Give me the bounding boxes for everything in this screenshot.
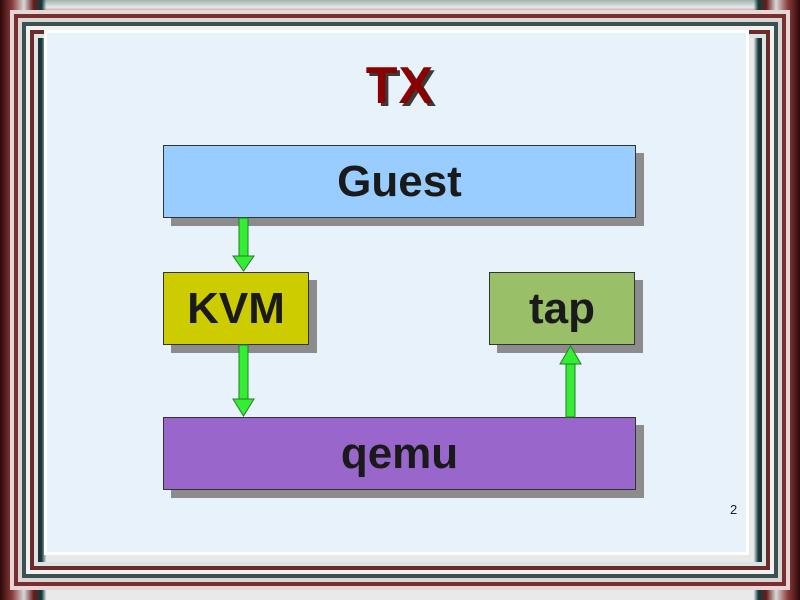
- guest-box: Guest: [163, 145, 636, 218]
- slide-title: TX: [365, 57, 435, 115]
- frame-border: [10, 10, 790, 590]
- qemu-box: qemu: [163, 417, 636, 490]
- page-number: 2: [730, 502, 738, 517]
- kvm-label: KVM: [187, 283, 285, 333]
- tap-label: tap: [529, 283, 595, 333]
- qemu-label: qemu: [340, 428, 459, 478]
- kvm-box: KVM: [163, 272, 309, 345]
- guest-label: Guest: [337, 156, 462, 206]
- tap-box: tap: [489, 272, 635, 345]
